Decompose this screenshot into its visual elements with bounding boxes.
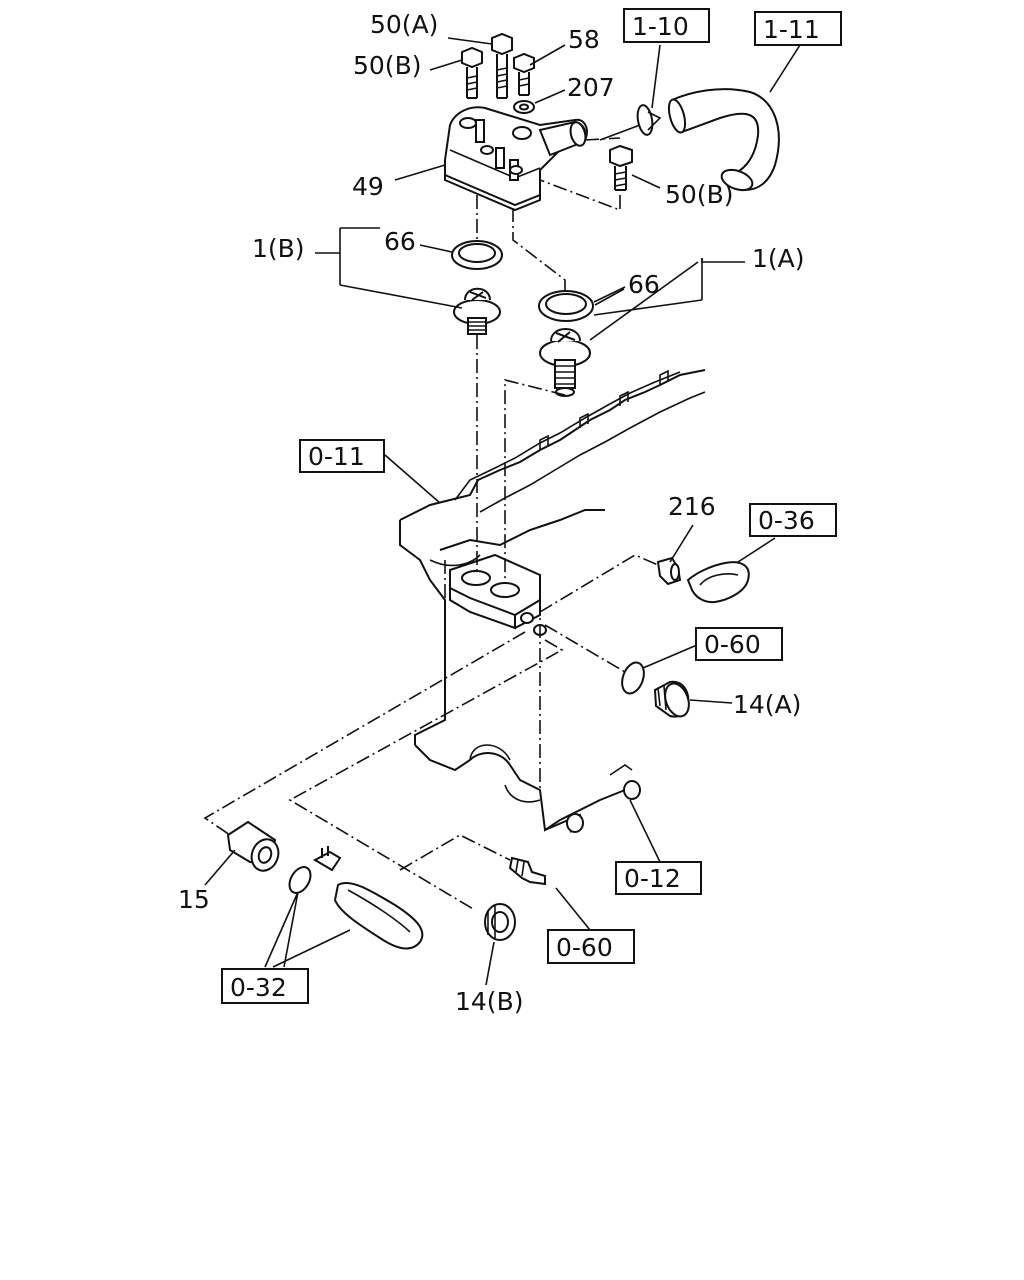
svg-text:0-36: 0-36 xyxy=(758,506,815,535)
bolt-50b-top xyxy=(461,46,483,99)
label-58: 58 xyxy=(568,25,600,54)
hose-clamp-0-32 xyxy=(312,846,342,872)
reference-boxes: 1-10 1-11 0-11 0-36 0-60 0-12 0-60 0-32 xyxy=(221,8,842,1004)
label-14b: 14(B) xyxy=(455,987,523,1016)
label-50b-top: 50(B) xyxy=(353,51,421,80)
label-207: 207 xyxy=(567,73,615,102)
part-labels: 50(A) 50(B) 58 207 49 50(B) 66 66 1(B) 1… xyxy=(178,10,805,1016)
svg-text:1-11: 1-11 xyxy=(763,15,820,44)
thermostat-housing xyxy=(444,106,588,212)
radiator-hose-1-11 xyxy=(667,88,780,192)
leader-lines xyxy=(204,37,801,986)
svg-text:0-60: 0-60 xyxy=(556,933,613,962)
ref-box-1-10[interactable]: 1-10 xyxy=(623,8,710,43)
label-14a: 14(A) xyxy=(733,690,801,719)
o-ring-0-32 xyxy=(288,866,312,894)
fitting-216 xyxy=(656,556,682,586)
svg-text:0-60: 0-60 xyxy=(704,630,761,659)
label-15: 15 xyxy=(178,885,210,914)
label-1b: 1(B) xyxy=(252,234,305,263)
hose-0-32 xyxy=(333,881,424,950)
washer-207 xyxy=(513,100,535,114)
bolt-50a xyxy=(491,32,513,99)
assembly-guide-lines xyxy=(203,137,659,911)
washer-0-60-top xyxy=(621,661,645,695)
bolt-50b-right xyxy=(609,144,633,191)
sensor-0-60 xyxy=(508,856,546,886)
cylinder-block xyxy=(399,369,706,833)
label-50b-right: 50(B) xyxy=(665,180,733,209)
pipe-15 xyxy=(226,820,280,872)
label-49: 49 xyxy=(352,172,384,201)
thermostat-1a xyxy=(539,328,591,397)
ref-box-0-36[interactable]: 0-36 xyxy=(749,503,837,537)
ref-box-1-11[interactable]: 1-11 xyxy=(754,11,842,46)
label-66-right: 66 xyxy=(628,270,660,299)
plug-14b xyxy=(484,903,516,941)
svg-text:1-10: 1-10 xyxy=(632,12,689,41)
ref-box-0-60-bottom[interactable]: 0-60 xyxy=(547,929,635,964)
label-216: 216 xyxy=(668,492,716,521)
o-ring-1-10 xyxy=(636,104,662,136)
ref-box-0-32[interactable]: 0-32 xyxy=(221,968,309,1004)
svg-text:0-32: 0-32 xyxy=(230,973,287,1002)
label-1a: 1(A) xyxy=(752,244,805,273)
gasket-66-right xyxy=(538,290,594,322)
svg-text:0-12: 0-12 xyxy=(624,864,681,893)
ref-box-0-60-top[interactable]: 0-60 xyxy=(695,627,783,661)
gasket-66-left xyxy=(451,240,503,270)
plug-14a xyxy=(653,680,690,718)
ref-box-0-11[interactable]: 0-11 xyxy=(299,439,385,473)
thermostat-1b xyxy=(453,287,501,335)
ref-box-0-12[interactable]: 0-12 xyxy=(615,861,702,895)
hose-0-36 xyxy=(686,561,750,604)
svg-text:0-11: 0-11 xyxy=(308,442,365,471)
label-50a: 50(A) xyxy=(370,10,438,39)
label-66-left: 66 xyxy=(384,227,416,256)
bolt-58 xyxy=(513,52,535,96)
